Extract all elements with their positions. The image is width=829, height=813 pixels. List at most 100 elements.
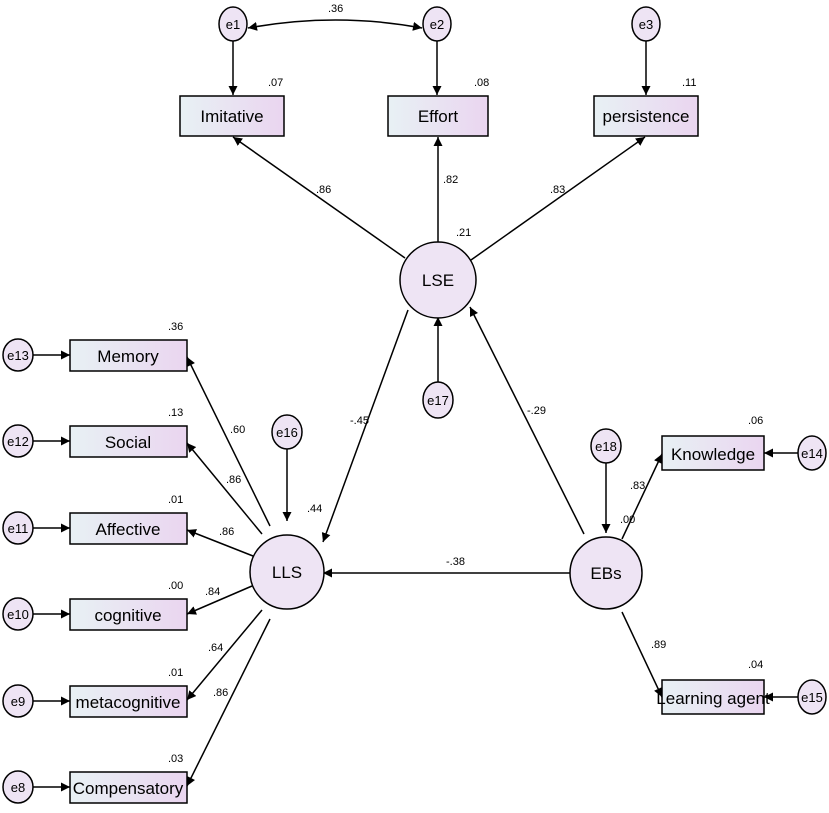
arrow-ebs-knowledge xyxy=(621,453,663,540)
coef-lls-cognitive: .84 xyxy=(205,586,220,598)
r2-lls: .44 xyxy=(307,503,322,515)
label-metacognitive: metacognitive xyxy=(76,693,181,712)
coef-ebs-knowledge: .83 xyxy=(630,480,645,492)
label-imitative: Imitative xyxy=(200,107,263,126)
label-persistence: persistence xyxy=(603,107,690,126)
coef-lls-social: .86 xyxy=(226,474,241,486)
label-e1: e1 xyxy=(226,17,240,32)
box-learning-agent: Learning agent xyxy=(656,679,770,715)
error-e10: e10 xyxy=(2,597,34,631)
latent-lse: LSE xyxy=(399,241,477,319)
r2-imitative: .07 xyxy=(268,77,283,89)
latent-variables: LSE LLS EBs xyxy=(249,241,643,610)
error-e11: e11 xyxy=(2,511,34,545)
latent-lls: LLS xyxy=(249,534,325,610)
label-social: Social xyxy=(105,433,151,452)
r2-ebs: .00 xyxy=(620,514,635,526)
label-ebs: EBs xyxy=(590,564,621,583)
label-e16: e16 xyxy=(276,425,298,440)
error-e13: e13 xyxy=(2,338,34,372)
label-e8: e8 xyxy=(11,780,25,795)
box-persistence: persistence xyxy=(593,95,699,137)
r2-affective: .01 xyxy=(168,494,183,506)
error-e3: e3 xyxy=(631,6,661,42)
coef-lse-effort: .82 xyxy=(443,174,458,186)
coef-ebs-learning-agent: .89 xyxy=(651,639,666,651)
r2-effort: .08 xyxy=(474,77,489,89)
observed-variables: Imitative Effort persistence Memory Soci… xyxy=(69,95,770,804)
arrow-lls-compensatory xyxy=(186,618,271,787)
coef-lse-lls: -.45 xyxy=(350,415,369,427)
error-e14: e14 xyxy=(797,435,827,471)
box-affective: Affective xyxy=(69,512,188,545)
arrow-lls-cognitive xyxy=(186,585,253,615)
coef-lls-memory: .60 xyxy=(230,424,245,436)
coef-lls-compensatory: .86 xyxy=(213,687,228,699)
error-e18: e18 xyxy=(590,428,622,464)
error-e17: e17 xyxy=(422,381,454,419)
r2-social: .13 xyxy=(168,407,183,419)
path-coefficients: .36 .86 .82 .83 .60 .86 .86 .84 .64 .86 … xyxy=(205,3,666,699)
error-e15: e15 xyxy=(797,679,827,715)
label-e17: e17 xyxy=(427,393,449,408)
label-effort: Effort xyxy=(418,107,459,126)
coef-lls-metacognitive: .64 xyxy=(208,642,223,654)
label-knowledge: Knowledge xyxy=(671,445,755,464)
arrow-lse-imitative xyxy=(232,136,406,259)
coef-ebs-lls: -.38 xyxy=(446,556,465,568)
error-terms: e1 e2 e3 e13 e12 e11 e10 e9 e8 e16 e17 e… xyxy=(2,6,827,804)
r2-cognitive: .00 xyxy=(168,580,183,592)
paths xyxy=(32,19,799,792)
r2-metacognitive: .01 xyxy=(168,667,183,679)
box-cognitive: cognitive xyxy=(69,598,188,631)
label-e12: e12 xyxy=(7,434,29,449)
box-metacognitive: metacognitive xyxy=(69,685,188,718)
label-affective: Affective xyxy=(96,520,161,539)
r2-knowledge: .06 xyxy=(748,415,763,427)
coef-e1-e2: .36 xyxy=(328,3,343,15)
box-imitative: Imitative xyxy=(179,95,285,137)
label-e10: e10 xyxy=(7,607,29,622)
latent-ebs: EBs xyxy=(569,536,643,610)
label-learning-agent: Learning agent xyxy=(656,689,770,708)
error-e8: e8 xyxy=(2,770,34,804)
arrow-lls-memory xyxy=(186,356,271,527)
box-effort: Effort xyxy=(387,95,489,137)
arrow-lls-metacognitive xyxy=(186,609,263,701)
r2-learning-agent: .04 xyxy=(748,659,763,671)
r-squared-values: .07 .08 .11 .36 .13 .01 .00 .01 .03 .06 … xyxy=(168,77,763,765)
arrow-lse-persistence xyxy=(470,136,646,261)
label-cognitive: cognitive xyxy=(94,606,161,625)
label-lls: LLS xyxy=(272,563,302,582)
box-compensatory: Compensatory xyxy=(69,771,188,804)
coef-ebs-lse: -.29 xyxy=(527,405,546,417)
error-e2: e2 xyxy=(422,6,452,42)
error-e12: e12 xyxy=(2,424,34,458)
coef-lse-imitative: .86 xyxy=(316,184,331,196)
r2-persistence: .11 xyxy=(682,77,696,89)
cov-e1-e2 xyxy=(247,19,423,31)
r2-compensatory: .03 xyxy=(168,753,183,765)
error-e9: e9 xyxy=(2,684,34,718)
arrow-ebs-learning-agent xyxy=(621,611,663,698)
box-social: Social xyxy=(69,425,188,458)
label-compensatory: Compensatory xyxy=(73,779,184,798)
label-lse: LSE xyxy=(422,271,454,290)
label-e2: e2 xyxy=(430,17,444,32)
r2-memory: .36 xyxy=(168,321,183,333)
coef-lse-persistence: .83 xyxy=(550,184,565,196)
arrow-lls-affective xyxy=(186,529,254,557)
label-e11: e11 xyxy=(8,521,29,536)
box-memory: Memory xyxy=(69,339,188,372)
label-e9: e9 xyxy=(11,694,25,709)
error-e1: e1 xyxy=(218,6,248,42)
error-e16: e16 xyxy=(271,414,303,450)
label-e15: e15 xyxy=(801,690,823,705)
arrow-lls-social xyxy=(186,442,263,535)
label-e18: e18 xyxy=(595,439,617,454)
coef-lls-affective: .86 xyxy=(219,526,234,538)
label-memory: Memory xyxy=(97,347,159,366)
r2-lse: .21 xyxy=(456,227,471,239)
label-e3: e3 xyxy=(639,17,653,32)
